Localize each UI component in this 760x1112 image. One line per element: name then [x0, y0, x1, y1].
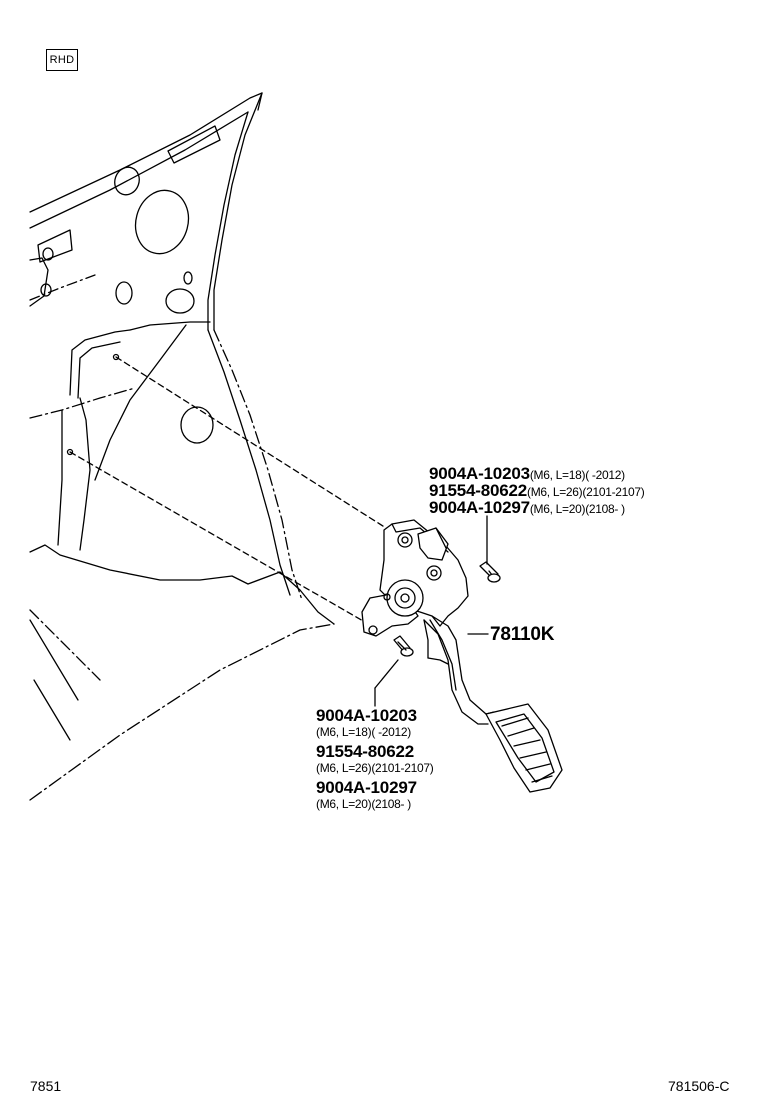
- bolt-lower: [393, 635, 414, 657]
- upper-callout-row-2: 91554-80622(M6, L=26)(2101-2107): [429, 481, 645, 500]
- footer-left-code: 7851: [30, 1078, 62, 1094]
- part-number[interactable]: 9004A-10203: [429, 464, 530, 483]
- part-spec: (M6, L=20)(2108- ): [529, 502, 625, 516]
- panel-holes: [29, 125, 221, 456]
- upper-callout-row-3: 9004A-10297(M6, L=20)(2108- ): [429, 499, 625, 517]
- part-number[interactable]: 9004A-10297: [429, 498, 530, 517]
- dash-panel-outline: [29, 92, 335, 801]
- leader-lines: [374, 515, 489, 707]
- lower-callout-spec-1: (M6, L=18)( -2012): [316, 725, 411, 739]
- part-spec: (M6, L=18)( -2012): [529, 468, 625, 482]
- lower-callout-part-2[interactable]: 91554-80622: [316, 742, 415, 761]
- region-badge: RHD: [46, 49, 78, 71]
- main-part-number[interactable]: 78110K: [490, 624, 555, 645]
- lower-callout-part-1[interactable]: 9004A-10203: [316, 706, 417, 725]
- upper-callout-row-1: 9004A-10203(M6, L=18)( -2012): [429, 465, 625, 483]
- part-spec: (M6, L=26)(2101-2107): [527, 485, 645, 499]
- lower-callout-part-3[interactable]: 9004A-10297: [316, 778, 417, 797]
- footer-right-code: 781506-C: [668, 1078, 730, 1094]
- lower-callout-spec-3: (M6, L=20)(2108- ): [316, 797, 411, 811]
- accelerator-pedal-assembly: [361, 519, 563, 793]
- lower-callout-spec-2: (M6, L=26)(2101-2107): [316, 761, 434, 775]
- bolt-upper: [479, 561, 501, 583]
- alignment-lines: [69, 356, 406, 626]
- part-number[interactable]: 91554-80622: [429, 481, 528, 500]
